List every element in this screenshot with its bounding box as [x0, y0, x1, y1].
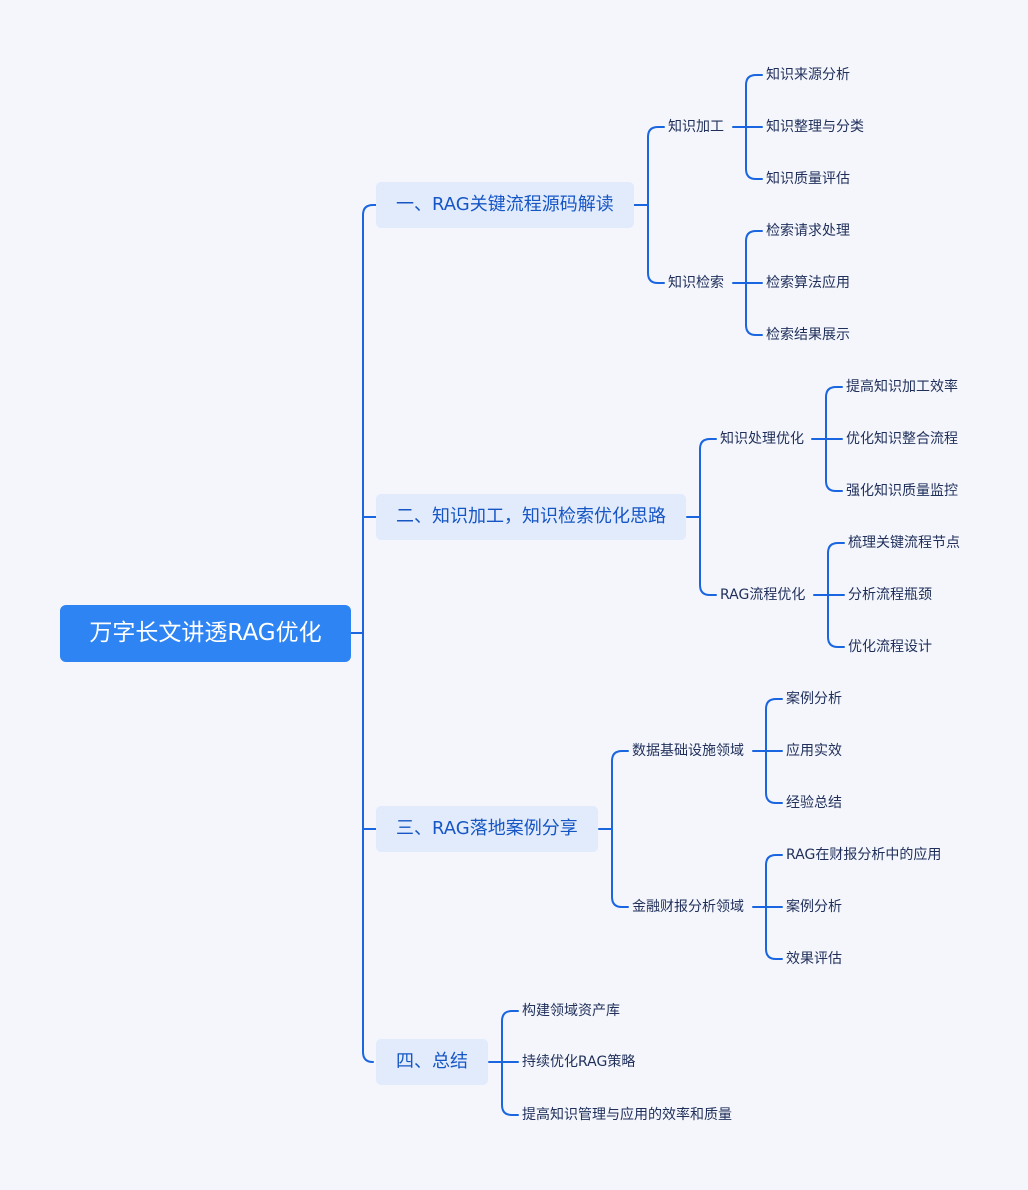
leaf-retrieval-request[interactable]: 检索请求处理 — [766, 223, 850, 239]
connector-b1-sub2 — [732, 230, 763, 336]
topic-knowledge-processing[interactable]: 知识加工 — [668, 119, 724, 135]
root-topic[interactable]: 万字长文讲透RAG优化 — [60, 605, 351, 662]
leaf-key-nodes[interactable]: 梳理关键流程节点 — [848, 535, 960, 551]
topic-data-infrastructure[interactable]: 数据基础设施领域 — [632, 743, 744, 759]
leaf-case-analysis[interactable]: 案例分析 — [786, 691, 842, 707]
leaf-case-analysis-2[interactable]: 案例分析 — [786, 899, 842, 915]
leaf-rag-strategy[interactable]: 持续优化RAG策略 — [522, 1054, 636, 1070]
leaf-effect-evaluation[interactable]: 效果评估 — [786, 951, 842, 967]
connector-b3-sub2 — [752, 854, 783, 960]
connector-branch-2 — [686, 438, 717, 596]
leaf-domain-asset-library[interactable]: 构建领域资产库 — [522, 1003, 620, 1019]
connector-b2-sub1 — [811, 386, 843, 492]
leaf-flow-design[interactable]: 优化流程设计 — [848, 639, 932, 655]
connector-branch-4 — [488, 1010, 519, 1116]
leaf-experience-summary[interactable]: 经验总结 — [786, 795, 842, 811]
leaf-rag-financial-report[interactable]: RAG在财报分析中的应用 — [786, 847, 942, 863]
leaf-knowledge-source[interactable]: 知识来源分析 — [766, 67, 850, 83]
leaf-application-effect[interactable]: 应用实效 — [786, 743, 842, 759]
topic-rag-flow-opt[interactable]: RAG流程优化 — [720, 587, 806, 603]
leaf-processing-efficiency[interactable]: 提高知识加工效率 — [846, 379, 958, 395]
connector-b2-sub2 — [813, 542, 845, 648]
connector-root — [350, 204, 377, 1063]
connector-branch-3 — [598, 750, 629, 908]
branch-summary[interactable]: 四、总结 — [376, 1039, 488, 1085]
connector-b1-sub1 — [732, 74, 763, 180]
leaf-knowledge-organize[interactable]: 知识整理与分类 — [766, 119, 864, 135]
leaf-integration-flow[interactable]: 优化知识整合流程 — [846, 431, 958, 447]
leaf-knowledge-quality[interactable]: 知识质量评估 — [766, 171, 850, 187]
connector-branch-1 — [633, 126, 665, 284]
connector-b3-sub1 — [752, 698, 783, 804]
branch-optimization-ideas[interactable]: 二、知识加工，知识检索优化思路 — [376, 494, 686, 540]
leaf-flow-bottleneck[interactable]: 分析流程瓶颈 — [848, 587, 932, 603]
leaf-retrieval-algorithm[interactable]: 检索算法应用 — [766, 275, 850, 291]
leaf-retrieval-results[interactable]: 检索结果展示 — [766, 327, 850, 343]
leaf-knowledge-management[interactable]: 提高知识管理与应用的效率和质量 — [522, 1107, 732, 1123]
branch-rag-source-code[interactable]: 一、RAG关键流程源码解读 — [376, 182, 634, 228]
topic-knowledge-processing-opt[interactable]: 知识处理优化 — [720, 431, 804, 447]
topic-financial-report[interactable]: 金融财报分析领域 — [632, 899, 744, 915]
leaf-quality-monitoring[interactable]: 强化知识质量监控 — [846, 483, 958, 499]
topic-knowledge-retrieval[interactable]: 知识检索 — [668, 275, 724, 291]
branch-case-studies[interactable]: 三、RAG落地案例分享 — [376, 806, 598, 852]
